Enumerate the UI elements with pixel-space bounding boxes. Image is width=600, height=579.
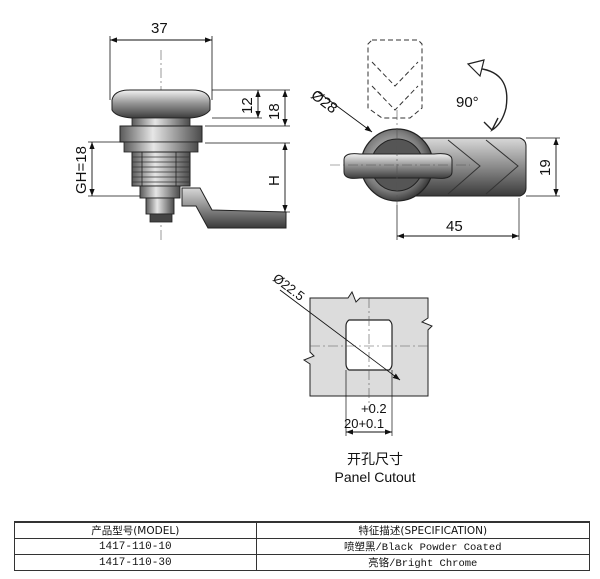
spec-table: 产品型号(MODEL) 特征描述(SPECIFICATION) 1417-110… (14, 521, 590, 571)
spec-cell: 亮铬/Bright Chrome (255, 554, 590, 571)
header-model: 产品型号(MODEL) (14, 521, 257, 539)
cam-width-dim-19: 19 (537, 159, 554, 176)
technical-drawing: 37 12 18 (73, 20, 560, 436)
thumb-knob (111, 89, 211, 119)
cutout-caption-en: Panel Cutout (334, 469, 416, 485)
cam-arm (181, 187, 287, 229)
rotation-label: 90° (456, 94, 479, 111)
grip-dim-gh18: GH=18 (73, 146, 90, 194)
diameter-dim-28: Ø28 (308, 87, 341, 118)
table-row: 1417-110-10 喷塑黑/Black Powder Coated (14, 538, 590, 555)
cam-length-dim-45: 45 (446, 218, 463, 235)
thumb-wing (343, 153, 453, 179)
total-height-dim-18: 18 (266, 103, 283, 120)
model-cell: 1417-110-30 (14, 554, 257, 571)
model-cell: 1417-110-10 (14, 538, 257, 555)
width-dim-37: 37 (151, 20, 168, 37)
cam-rotated-outline (367, 39, 423, 119)
side-view: 37 12 18 (73, 20, 290, 240)
cam-bar (409, 137, 527, 197)
header-specification: 特征描述(SPECIFICATION) (255, 521, 590, 539)
cutout-caption-cn: 开孔尺寸 (347, 452, 403, 468)
lock-body (119, 125, 203, 143)
spec-table-header: 产品型号(MODEL) 特征描述(SPECIFICATION) (14, 521, 590, 539)
front-view: 90° Ø28 19 45 (308, 39, 560, 240)
table-row: 1417-110-30 亮铬/Bright Chrome (14, 554, 590, 571)
cutout-diameter-dim: Ø22.5 (270, 270, 307, 303)
rotation-arrow (473, 67, 508, 132)
panel-cutout-view: Ø22.5 +0.2 20+0.1 (270, 270, 433, 436)
spec-cell: 喷塑黑/Black Powder Coated (255, 538, 590, 555)
h-dim: H (266, 175, 283, 186)
cutout-hole (345, 319, 393, 371)
cutout-tolerance-dim: +0.2 (361, 401, 387, 416)
cutout-width-dim: 20+0.1 (344, 416, 384, 431)
head-height-dim-12: 12 (239, 97, 256, 114)
